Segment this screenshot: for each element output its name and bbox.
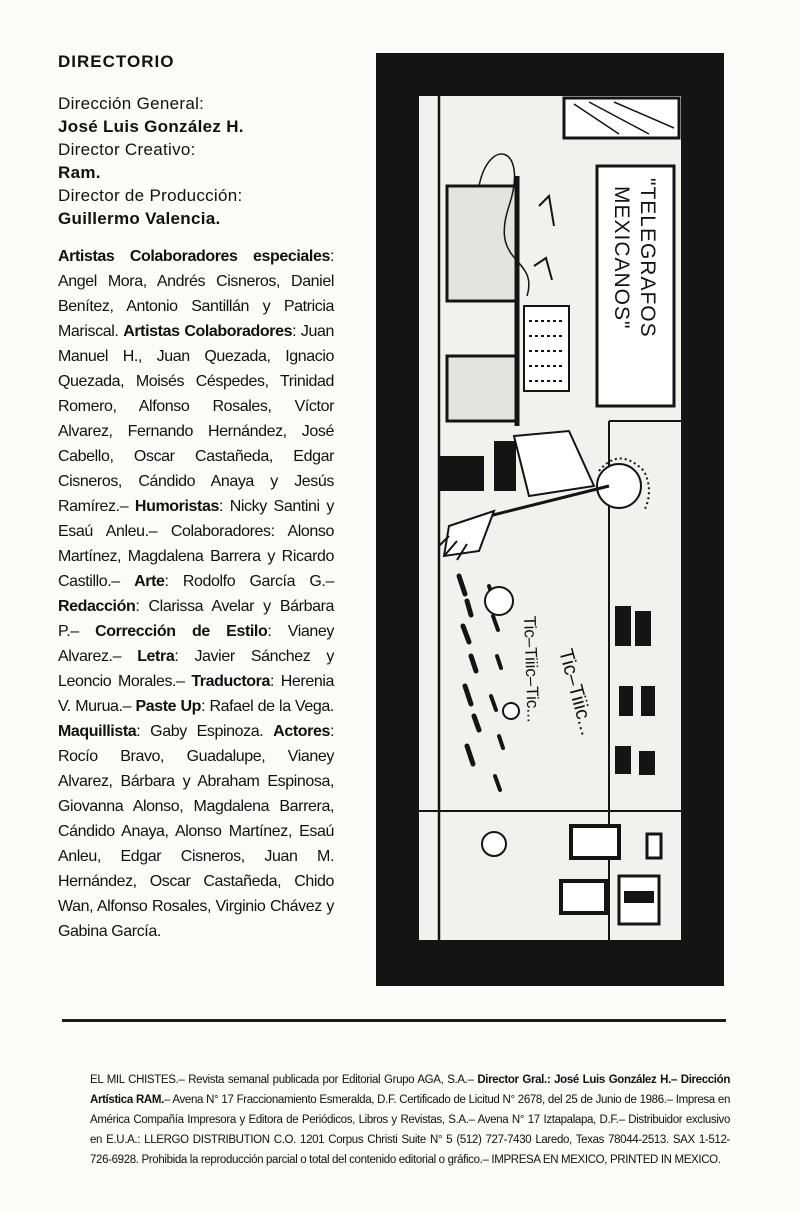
staff-role: Director Creativo: — [58, 140, 196, 159]
credit-text: : Nicky Santini y Esaú Anleu.– Colaborad… — [58, 498, 334, 590]
credit-text: : Rodolfo García G.– — [164, 573, 335, 590]
credit-text: : Vianey Alvarez.– — [58, 623, 334, 665]
comic-illustration: "TELEGRAFOS MEXICANOS" — [419, 96, 681, 940]
credit-label: Traductora — [191, 673, 271, 690]
credit-text: : Gaby Espinoza. — [136, 723, 274, 740]
credit-label: Artistas Colaboradores — [123, 323, 293, 340]
credit-label: Maquillista — [58, 723, 137, 740]
colophon-text: – Avena N° 17 Fraccionamiento Esmeralda,… — [90, 1093, 730, 1166]
credit-label: Corrección de Estilo — [95, 623, 268, 640]
telegrafos-sign: "TELEGRAFOS MEXICANOS" — [595, 164, 676, 408]
comic-panel: "TELEGRAFOS MEXICANOS" — [419, 96, 681, 940]
telegraph-desk-drawing — [445, 153, 570, 426]
dust-debris — [456, 573, 520, 857]
credit-label: Artistas Colaboradores especiales — [58, 248, 330, 265]
credit-label: Arte — [134, 573, 165, 590]
sign-line-2: MEXICANOS" — [610, 186, 633, 329]
staff-list: Dirección General: José Luis González H.… — [58, 92, 334, 230]
staff-role: Director de Producción: — [58, 186, 243, 205]
credit-label: Actores — [273, 723, 330, 740]
sound-effect-1: Tic–Tiiic... — [554, 647, 598, 738]
credit-text: : Angel Mora, Andrés Cisneros, Daniel Be… — [58, 248, 334, 340]
credit-label: Letra — [137, 648, 175, 665]
credit-text: : Rocío Bravo, Guadalupe, Vianey Alvarez… — [58, 723, 334, 940]
credit-text: : Juan Manuel H., Juan Quezada, Ignacio … — [58, 323, 334, 515]
colophon: EL MIL CHISTES.– Revista semanal publica… — [90, 1070, 730, 1170]
credit-label: Humoristas — [134, 498, 219, 515]
credit-text: : Rafael de la Vega. — [201, 698, 334, 715]
sound-effect-2: Tic–Tiiic–Tic... — [520, 615, 543, 722]
staff-name: Guillermo Valencia. — [58, 209, 221, 228]
staff-name: Ram. — [58, 163, 101, 182]
sweeping-character — [438, 429, 650, 561]
window-drawing — [562, 96, 681, 140]
colophon-bold-text: Director Gral.: José Luis González H.– D… — [90, 1073, 731, 1106]
credits-paragraph: Artistas Colaboradores especiales: Angel… — [58, 244, 334, 944]
sign-line-1: "TELEGRAFOS — [636, 178, 659, 338]
credit-label: Paste Up — [135, 698, 202, 715]
staff-name: José Luis González H. — [58, 117, 244, 136]
credit-text: : Herenia V. Murua.– — [58, 673, 334, 715]
colophon-text: EL MIL CHISTES.– Revista semanal publica… — [90, 1073, 478, 1086]
directory-title: DIRECTORIO — [58, 52, 175, 71]
floor-objects — [419, 810, 681, 926]
credit-text: : Javier Sánchez y Leoncio Morales.– — [58, 648, 334, 690]
credit-label: Redacción — [58, 598, 136, 615]
horizontal-rule — [62, 1019, 726, 1022]
staff-role: Dirección General: — [58, 94, 205, 113]
credit-text: : Clarissa Avelar y Bárbara P.– — [58, 598, 334, 640]
directory-section: DIRECTORIO Dirección General: José Luis … — [58, 52, 334, 960]
shelf-items — [615, 606, 655, 775]
